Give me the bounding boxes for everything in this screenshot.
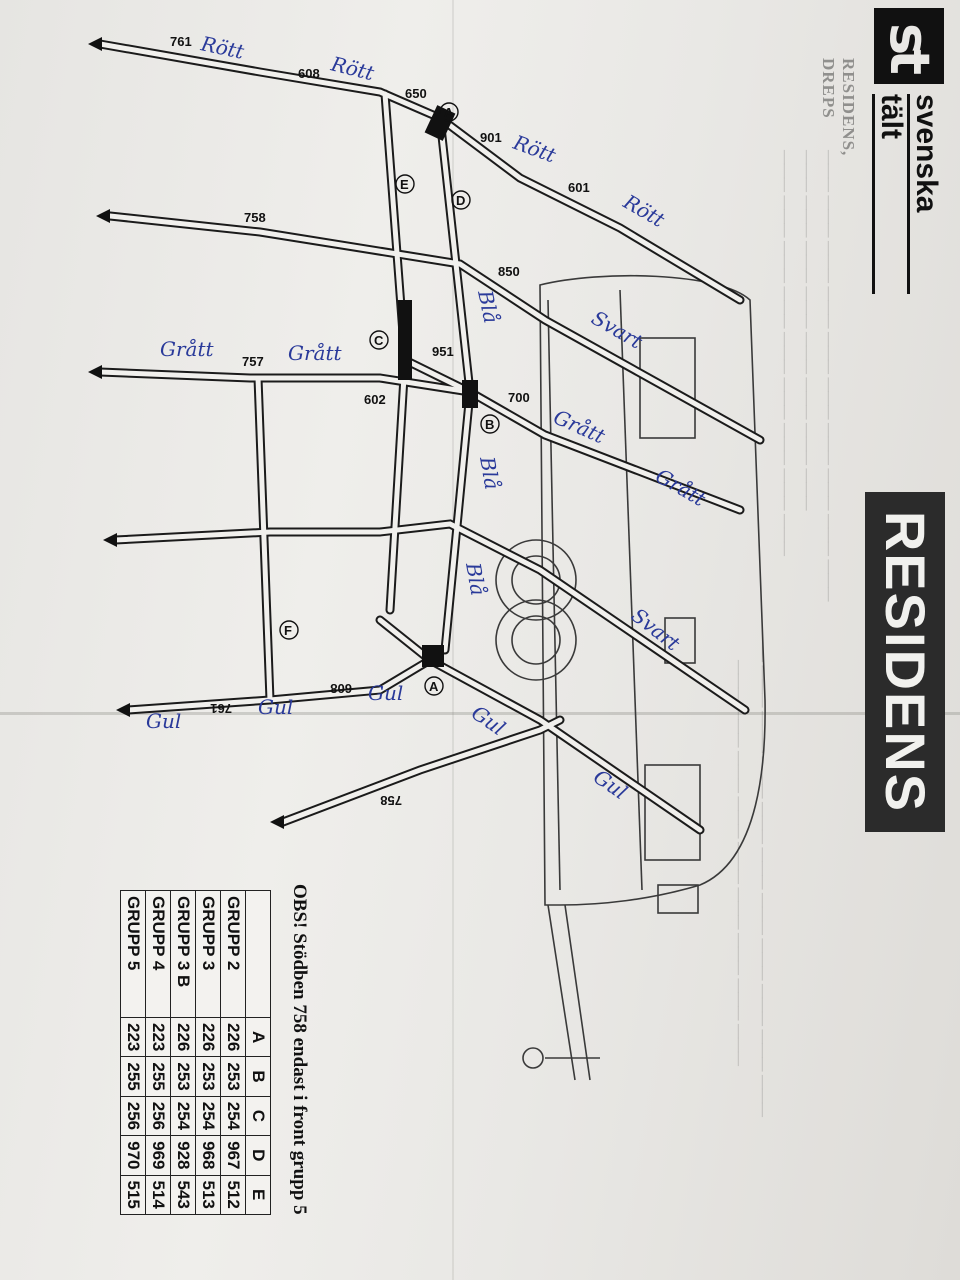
- cell-c: 254: [220, 1096, 246, 1136]
- cell-b: 255: [120, 1056, 146, 1097]
- handwritten-color-note: Blå: [475, 454, 505, 492]
- handwritten-color-note: Gul: [146, 709, 181, 733]
- column-header: [245, 890, 271, 1018]
- table-header-row: A B C D E: [245, 890, 271, 1215]
- caravan-outline: [495, 274, 766, 1081]
- cell-c: 254: [170, 1096, 196, 1136]
- pole-group: [95, 39, 765, 835]
- handwritten-color-note: Grått: [160, 337, 214, 361]
- cell-a: 226: [170, 1017, 196, 1057]
- cell-a: 226: [195, 1017, 221, 1057]
- cell-c: 256: [145, 1096, 171, 1136]
- pole-end-caps: [88, 37, 284, 829]
- table-row: GRUPP 3 B 226 253 254 928 543: [170, 890, 196, 1215]
- measurement-label: 758: [244, 210, 266, 225]
- measurement-label: 608: [298, 66, 320, 81]
- cell-a: 226: [220, 1017, 246, 1057]
- measurement-label: 602: [364, 392, 386, 407]
- cell-b: 253: [195, 1056, 221, 1097]
- handwritten-color-note: Gul: [368, 681, 403, 705]
- handwritten-color-note: Grått: [288, 341, 342, 365]
- pole-rafter-3: [95, 367, 745, 515]
- cell-b: 253: [220, 1056, 246, 1097]
- cell-e: 543: [170, 1175, 196, 1215]
- measurement-label: 601: [568, 180, 590, 195]
- cell-d: 970: [120, 1135, 146, 1175]
- measurement-label: 761: [210, 701, 232, 716]
- cell-d: 968: [195, 1135, 221, 1175]
- handwritten-color-note: Gul: [258, 695, 293, 719]
- joint-label-circles: [279, 102, 500, 696]
- cell-d: 969: [145, 1135, 171, 1175]
- cell-e: 514: [145, 1175, 171, 1215]
- handwritten-color-note: Rött: [619, 189, 670, 232]
- obs-note: OBS! Stödben 758 endast i front grupp 5: [289, 884, 310, 1215]
- paper-fold-horizontal: [0, 712, 960, 715]
- measurement-label: 951: [432, 344, 454, 359]
- cell-c: 256: [120, 1096, 146, 1136]
- group-name: GRUPP 2: [220, 890, 246, 1018]
- column-header: E: [245, 1175, 271, 1215]
- column-header: A: [245, 1017, 271, 1057]
- group-name: GRUPP 4: [145, 890, 171, 1018]
- joint-label: D: [456, 193, 465, 208]
- joint-label: A: [444, 105, 454, 120]
- joint-label: A: [429, 679, 439, 694]
- measurement-label: 650: [405, 86, 427, 101]
- column-header: D: [245, 1135, 271, 1175]
- group-name: GRUPP 3 B: [170, 890, 196, 1018]
- handwritten-color-note: Grått: [652, 464, 711, 512]
- group-name: GRUPP 5: [120, 890, 146, 1018]
- cell-e: 513: [195, 1175, 221, 1215]
- joint-label: B: [485, 417, 494, 432]
- handwritten-color-note: Gul: [589, 764, 632, 804]
- measurement-label: 757: [242, 354, 264, 369]
- cell-e: 512: [220, 1175, 246, 1215]
- cell-a: 223: [120, 1017, 146, 1057]
- joint-label: F: [284, 623, 292, 638]
- joint-blocks: [398, 105, 478, 667]
- table-row: GRUPP 3 226 253 254 968 513: [195, 890, 221, 1215]
- table-row: GRUPP 4 223 255 256 969 514: [145, 890, 171, 1215]
- cell-c: 254: [195, 1096, 221, 1136]
- cell-d: 967: [220, 1135, 246, 1175]
- joint-label: C: [374, 333, 384, 348]
- column-header: B: [245, 1056, 271, 1097]
- measurement-label: 758: [380, 793, 402, 808]
- measurement-label: 700: [508, 390, 530, 405]
- measurement-label: 761: [170, 34, 192, 49]
- table-row: GRUPP 2 226 253 254 967 512: [220, 890, 246, 1215]
- measurement-label: 901: [480, 130, 502, 145]
- table-row: GRUPP 5 223 255 256 970 515: [120, 890, 146, 1215]
- column-header: C: [245, 1096, 271, 1136]
- group-dimensions-table: A B C D E GRUPP 2 226 253 254 967 512 GR…: [120, 890, 271, 1215]
- handwritten-color-note: Rött: [509, 130, 560, 168]
- handwritten-color-note: Blå: [461, 560, 491, 598]
- cell-b: 253: [170, 1056, 196, 1097]
- joint-label: E: [400, 177, 409, 192]
- cell-d: 928: [170, 1135, 196, 1175]
- paper-fold-vertical: [452, 0, 454, 1280]
- group-name: GRUPP 3: [195, 890, 221, 1018]
- handwritten-color-note: Gul: [467, 700, 510, 740]
- cell-a: 223: [145, 1017, 171, 1057]
- measurement-label: 608: [330, 681, 352, 696]
- cell-e: 515: [120, 1175, 146, 1215]
- pole-roof-bottom: [123, 654, 705, 835]
- cell-b: 255: [145, 1056, 171, 1097]
- measurement-label: 850: [498, 264, 520, 279]
